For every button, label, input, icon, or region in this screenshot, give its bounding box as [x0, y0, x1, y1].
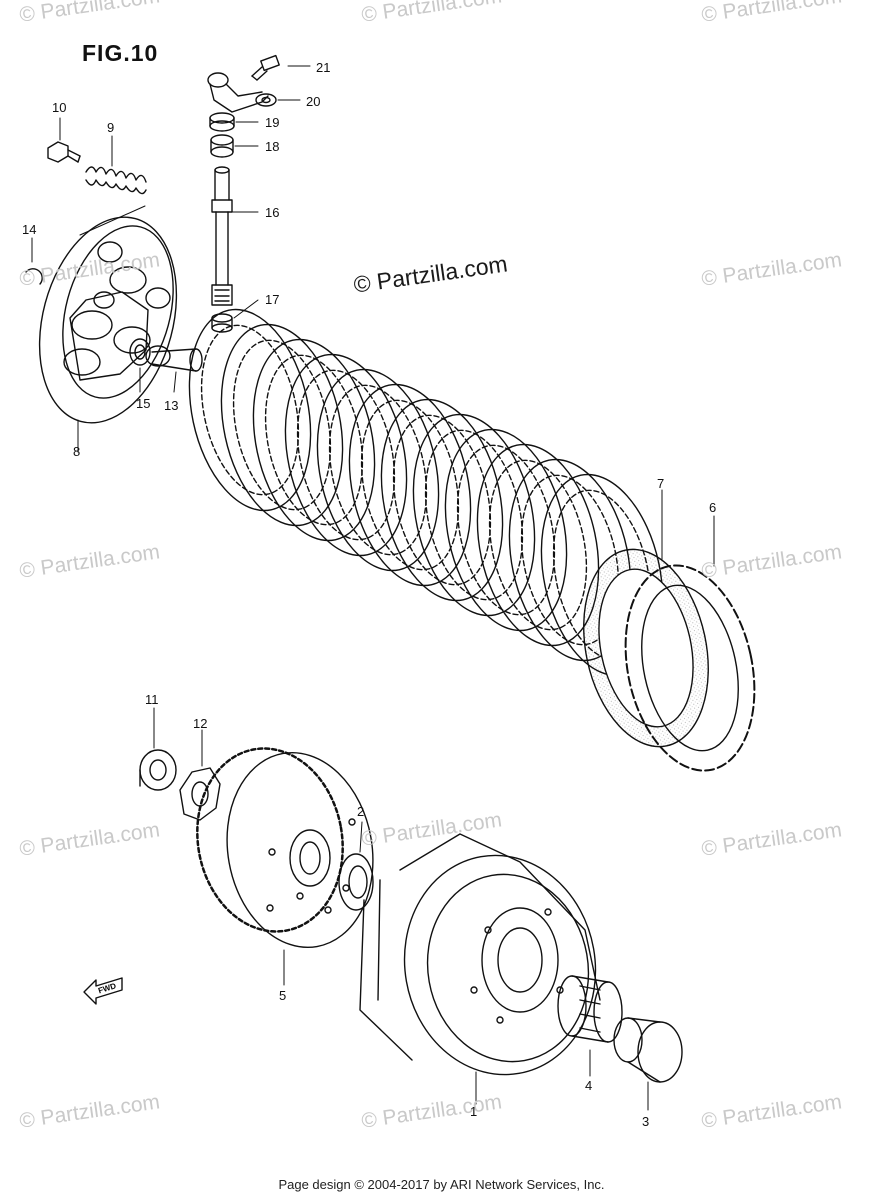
callout-17: 17 — [265, 292, 280, 307]
plate-6-friction — [624, 564, 756, 772]
part-1-clutch-housing — [359, 833, 601, 1105]
part-13-push-piece — [151, 348, 203, 393]
plate-5 — [316, 368, 440, 572]
clutch-plate-stack — [188, 308, 756, 772]
plate-7 — [380, 398, 504, 602]
plate-7-plain — [583, 548, 709, 748]
part-10-bolt — [47, 117, 81, 163]
part-3-spacer — [613, 1017, 683, 1111]
part-9-spring — [85, 135, 147, 195]
callout-1: 1 — [470, 1104, 478, 1119]
plate-10 — [476, 443, 600, 647]
part-15-bearing — [129, 338, 151, 393]
part-5-primary-driven-gear — [196, 747, 374, 986]
callout-16: 16 — [265, 205, 280, 220]
part-20-release-arm — [207, 72, 301, 113]
part-2-thrust-washer — [338, 821, 374, 911]
fwd-arrow — [83, 977, 123, 1005]
plate-2 — [220, 323, 344, 527]
part-21-bolt — [251, 54, 311, 81]
callout-14: 14 — [22, 222, 37, 237]
callout-21: 21 — [316, 60, 331, 75]
callout-8: 8 — [73, 444, 81, 459]
callout-13: 13 — [164, 398, 179, 413]
plate-4 — [284, 353, 408, 557]
part-16-release-shaft — [211, 166, 259, 306]
part-11-nut — [139, 707, 177, 791]
part-19-seal — [209, 112, 259, 132]
callout-5: 5 — [279, 988, 287, 1003]
callout-4: 4 — [585, 1078, 593, 1093]
callout-3: 3 — [642, 1114, 650, 1129]
plate-9 — [444, 428, 568, 632]
callout-11: 11 — [145, 692, 159, 707]
part-8-pressure-plate — [38, 205, 178, 453]
page-footer: Page design © 2004-2017 by ARI Network S… — [278, 1177, 605, 1192]
callout-19: 19 — [265, 115, 280, 130]
callout-20: 20 — [306, 94, 321, 109]
figure-title: FIG.10 — [82, 40, 159, 66]
plate-6 — [348, 383, 472, 587]
callout-15: 15 — [136, 396, 151, 411]
callout-7: 7 — [657, 476, 665, 491]
part-4-needle-bearing — [557, 975, 623, 1077]
callout-12: 12 — [193, 716, 208, 731]
plate-3 — [252, 338, 376, 542]
callout-6: 6 — [709, 500, 717, 515]
callout-10: 10 — [52, 100, 67, 115]
plate-8 — [412, 413, 536, 617]
part-14-circlip — [25, 237, 43, 285]
callout-9: 9 — [107, 120, 115, 135]
callout-2: 2 — [357, 804, 365, 819]
part-18-bearing — [210, 134, 259, 158]
plate-1 — [188, 308, 312, 512]
callout-18: 18 — [265, 139, 280, 154]
